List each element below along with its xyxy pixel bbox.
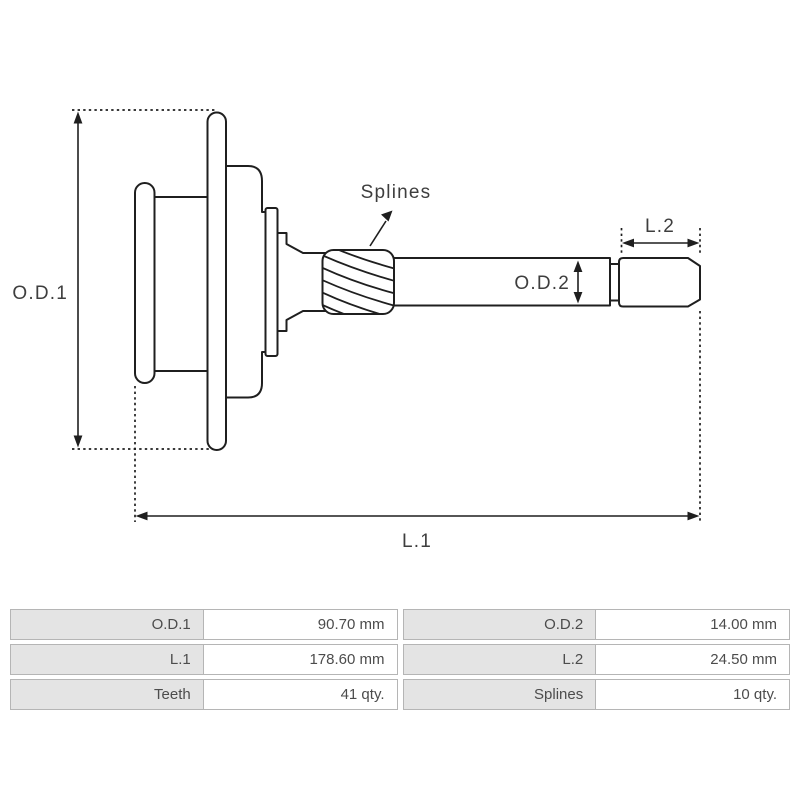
shaft-groove (609, 263, 620, 302)
l1-label: L.1 (402, 531, 432, 552)
l1-arrow-left (135, 511, 148, 521)
flange-plate (264, 207, 279, 357)
od1-arrow-up (73, 111, 83, 124)
spec-value-l1: 178.60 mm (203, 644, 398, 675)
l2-arrow-left (622, 238, 634, 248)
table-cell-group: L.1 178.60 mm (10, 644, 398, 675)
od1-label: O.D.1 (12, 283, 68, 304)
table-cell-group: O.D.2 14.00 mm (402, 609, 790, 640)
spec-label-teeth: Teeth (10, 679, 204, 710)
table-cell-group: L.2 24.50 mm (402, 644, 790, 675)
table-row: L.1 178.60 mm L.2 24.50 mm (10, 644, 790, 675)
table-cell-group: O.D.1 90.70 mm (10, 609, 398, 640)
splines-arrowhead (381, 210, 393, 222)
spec-table: O.D.1 90.70 mm O.D.2 14.00 mm L.1 178.60… (10, 609, 790, 714)
technical-drawing: O.D.1 L.1 L.2 O.D.2 Splines (12, 109, 701, 552)
spec-label-od2: O.D.2 (402, 609, 597, 640)
od2-label: O.D.2 (514, 273, 570, 294)
table-row: Teeth 41 qty. Splines 10 qty. (10, 679, 790, 710)
table-cell-group: Splines 10 qty. (402, 679, 790, 710)
drive-disc (206, 111, 227, 451)
spec-value-l2: 24.50 mm (596, 644, 790, 675)
spec-label-l2: L.2 (402, 644, 597, 675)
front-collar (134, 182, 156, 384)
splines-label: Splines (361, 182, 432, 203)
l2-label: L.2 (645, 216, 675, 237)
spec-value-splines: 10 qty. (596, 679, 790, 710)
spec-value-od2: 14.00 mm (596, 609, 790, 640)
gear-body-cylinder (153, 196, 209, 372)
splines-leader-line (369, 220, 387, 247)
spec-label-splines: Splines (402, 679, 597, 710)
od1-arrow-down (73, 435, 83, 448)
shaft-end (618, 257, 701, 308)
l1-arrow-right (687, 511, 700, 521)
clutch-housing (225, 165, 269, 399)
od2-arrow-down (573, 292, 583, 304)
table-cell-group: Teeth 41 qty. (10, 679, 398, 710)
spline-hatching (322, 250, 394, 314)
spec-label-od1: O.D.1 (10, 609, 204, 640)
spec-value-teeth: 41 qty. (203, 679, 398, 710)
od2-arrow-up (573, 260, 583, 272)
spec-label-l1: L.1 (10, 644, 204, 675)
table-row: O.D.1 90.70 mm O.D.2 14.00 mm (10, 609, 790, 640)
l2-arrow-right (687, 238, 700, 248)
spec-value-od1: 90.70 mm (203, 609, 398, 640)
